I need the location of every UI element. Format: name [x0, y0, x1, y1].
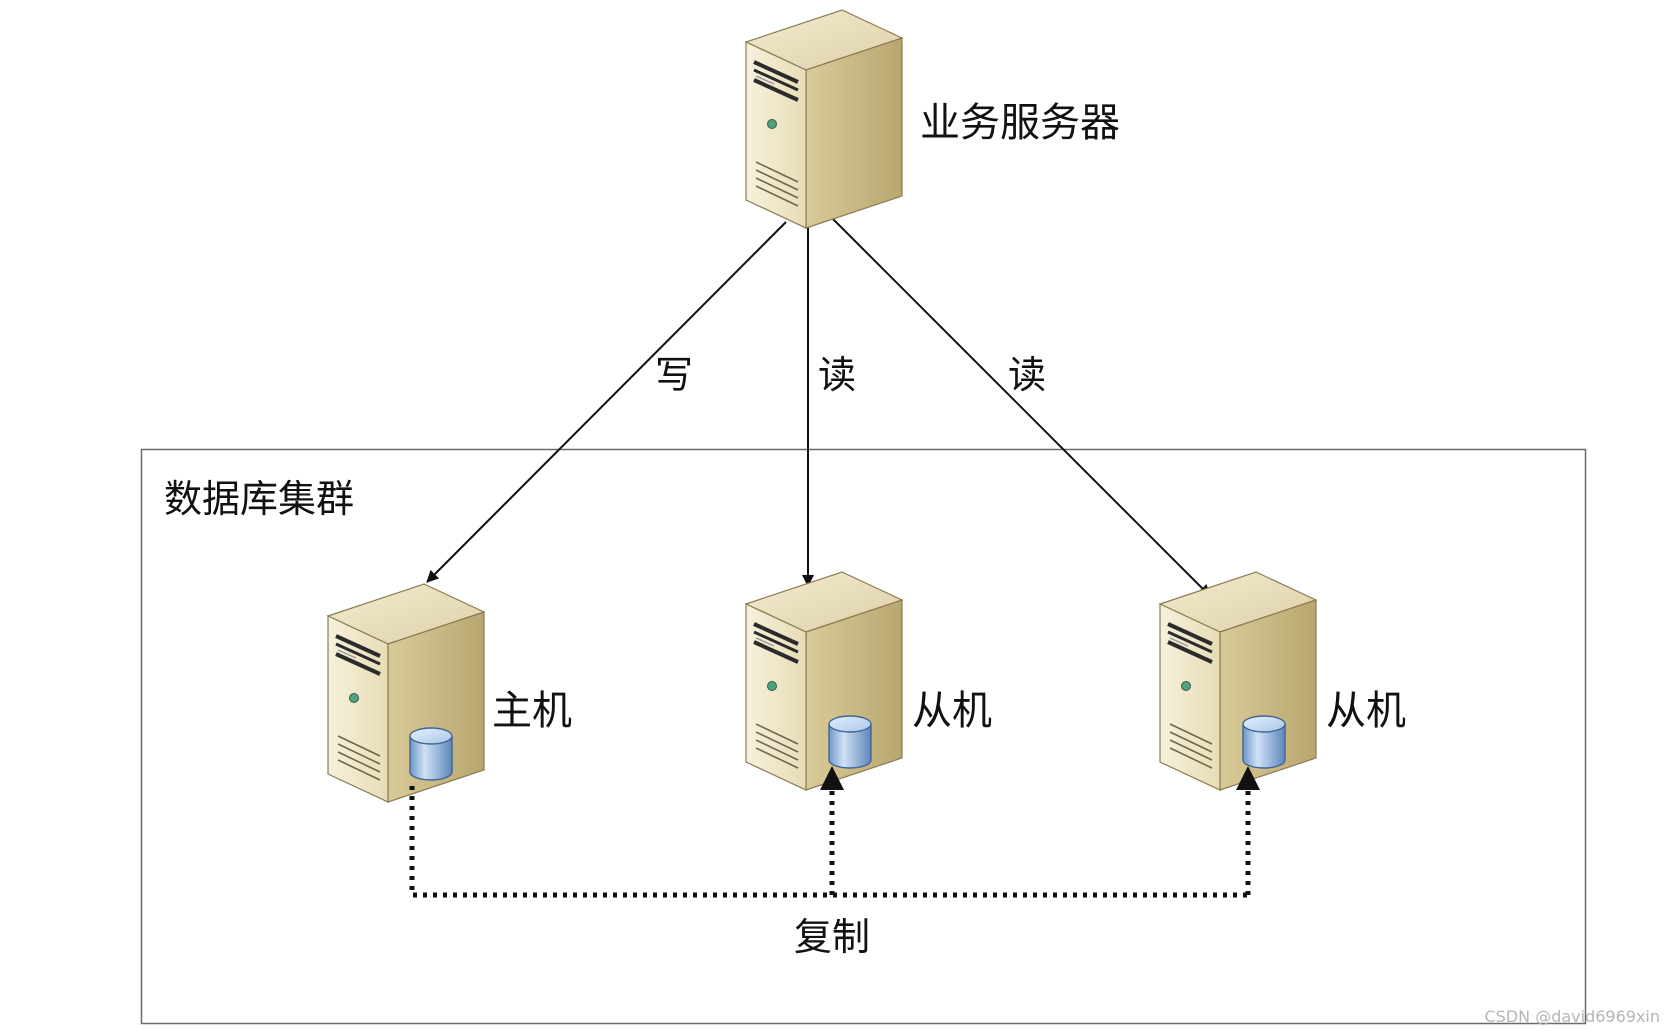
server-icon [744, 8, 904, 230]
cluster-label: 数据库集群 [164, 477, 354, 521]
database-icon [1242, 715, 1286, 769]
server-icon [326, 582, 486, 804]
database-icon [409, 727, 453, 781]
write-edge-label: 写 [655, 353, 693, 397]
slave-node-1: 从机 [744, 570, 992, 792]
slave-2-label: 从机 [1326, 688, 1406, 734]
slave-1-label: 从机 [912, 688, 992, 734]
database-icon [828, 715, 872, 769]
slave-node-2: 从机 [1158, 570, 1406, 792]
watermark: CSDN @david6969xin [1484, 1007, 1660, 1026]
master-node: 主机 [326, 582, 572, 804]
write-edge [426, 221, 787, 583]
replication-arrowhead-2 [1236, 766, 1260, 790]
database-cluster-frame [140, 448, 1587, 1025]
master-label: 主机 [492, 688, 572, 734]
business-server-node: 业务服务器 [744, 8, 1120, 230]
read-edge-2-label: 读 [1008, 353, 1046, 397]
replication-label: 复制 [794, 915, 870, 959]
read-edge-2 [827, 213, 1211, 597]
replication-edge [409, 766, 1260, 898]
server-icon [1158, 570, 1318, 792]
read-edge-1-label: 读 [818, 353, 856, 397]
server-icon [744, 570, 904, 792]
replication-arrowhead-1 [820, 766, 844, 790]
business-server-label: 业务服务器 [920, 100, 1120, 146]
